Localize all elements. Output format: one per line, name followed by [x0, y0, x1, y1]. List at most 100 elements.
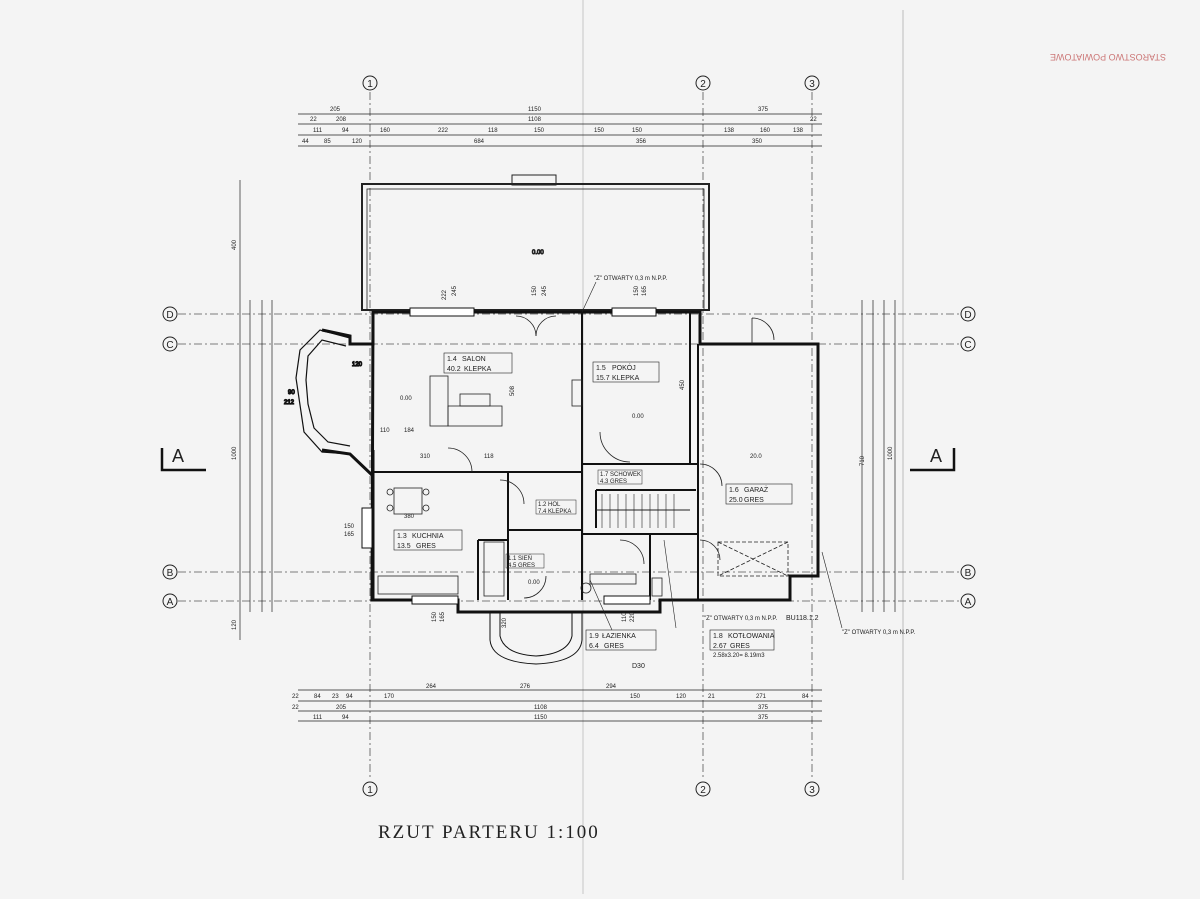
- room-name: KOTŁOWANIA: [728, 633, 775, 640]
- level-mark: 20.0: [750, 454, 762, 460]
- room-id: 1.9: [589, 633, 599, 640]
- section-markers: A A: [160, 446, 956, 472]
- dim-text: 120: [232, 619, 238, 630]
- dim-text: 294: [606, 684, 617, 690]
- dim-text: 120: [676, 694, 687, 700]
- room-name: SCHOWEK: [610, 472, 641, 478]
- axis-label: 1: [367, 785, 373, 796]
- room-id: 1.8: [713, 633, 723, 640]
- room-label-sien: 1.1 SIEŃ 4.5 GRES: [505, 553, 545, 569]
- bay-window: 90 212 120: [283, 329, 363, 455]
- dim-text: 310: [420, 454, 431, 460]
- dim-text: 22: [292, 694, 299, 700]
- dim-text: 150: [594, 128, 605, 134]
- interior-dimensions: 222 245 150 245 150 165 110 184 310 118 …: [344, 285, 866, 628]
- dim-text: 118: [488, 128, 498, 134]
- dim-text: 90: [288, 390, 295, 396]
- dim-text: 150: [630, 694, 641, 700]
- dim-text: 165: [344, 532, 355, 538]
- terrace: 0.00: [361, 174, 710, 311]
- dim-text: 271: [756, 694, 767, 700]
- room-floor: GRES: [416, 543, 436, 550]
- level-mark: 0.00: [532, 250, 544, 256]
- dim-text: 222: [438, 128, 449, 134]
- room-area: 6.4: [589, 643, 599, 650]
- room-area: 25.0: [729, 497, 743, 504]
- dim-text: 1108: [528, 117, 542, 123]
- dim-text: 110: [380, 428, 390, 434]
- dim-text: 1108: [534, 705, 548, 711]
- level-mark: 0.00: [400, 396, 412, 402]
- room-name: GARAŻ: [744, 485, 769, 494]
- room-note: 2.58x3.20= 8.19m3: [713, 653, 765, 659]
- room-area: 40.2: [447, 366, 461, 373]
- room-area: 15.7: [596, 375, 610, 382]
- room-area: 4.5: [508, 563, 517, 569]
- dim-text: 380: [404, 514, 415, 520]
- axis-label: D: [964, 310, 971, 321]
- section-label: A: [930, 446, 942, 466]
- stamp-text: STAROSTWO POWIATOWE: [1050, 52, 1166, 62]
- level-mark: 0.00: [632, 414, 644, 420]
- leader-line: [589, 579, 613, 631]
- axis-label: C: [166, 340, 173, 351]
- dim-text: 94: [346, 694, 353, 700]
- axis-label: B: [965, 568, 972, 579]
- dim-text: 184: [404, 428, 415, 434]
- note-text: "Z" OTWARTY 0,3 m N.P.P.: [594, 276, 668, 282]
- dim-text: 350: [752, 139, 763, 145]
- dim-text: 320: [502, 617, 508, 628]
- dim-text: 120: [352, 139, 363, 145]
- axis-label: B: [167, 568, 174, 579]
- dim-text: 165: [642, 285, 648, 296]
- dim-text: 150: [632, 128, 643, 134]
- room-id: 1.4: [447, 356, 457, 363]
- note-text: D30: [632, 663, 645, 670]
- dim-text: 264: [426, 684, 437, 690]
- room-label-hol: 1.2 HOL 7.4 KLEPKA: [535, 499, 577, 515]
- dim-text: 375: [758, 107, 769, 113]
- dim-text: 222: [442, 289, 448, 300]
- dim-text: 276: [520, 684, 531, 690]
- section-label: A: [172, 446, 184, 466]
- axis-label: 2: [700, 785, 706, 796]
- dim-text: 118: [484, 454, 494, 460]
- room-name: SIEŃ: [518, 555, 532, 562]
- doors: [447, 315, 789, 599]
- dim-text: 138: [793, 128, 804, 134]
- room-area: 13.5: [397, 543, 411, 550]
- room-floor: GRES: [518, 563, 535, 569]
- dim-text: 220: [630, 611, 636, 622]
- dim-text: 150: [344, 524, 355, 530]
- interior-walls: [373, 312, 699, 600]
- dim-text: 85: [324, 139, 331, 145]
- dim-text: 1000: [888, 446, 894, 460]
- room-label-schowek: 1.7 SCHOWEK 4.3 GRES: [597, 469, 643, 485]
- dim-text: 150: [634, 285, 640, 296]
- drawing-title: RZUT PARTERU 1:100: [378, 822, 600, 843]
- dim-text: 23: [332, 694, 339, 700]
- note-text: BU118.1.2: [786, 615, 819, 622]
- room-id: 1.5: [596, 365, 606, 372]
- room-name: ŁAZIENKA: [602, 633, 636, 640]
- axis-label: 3: [809, 79, 815, 90]
- dim-text: 150: [534, 128, 545, 134]
- dim-text: 450: [680, 379, 686, 390]
- windows: [361, 307, 657, 665]
- room-label-kuchnia: 1.3 KUCHNIA 13.5 GRES: [393, 529, 463, 551]
- room-area: 7.4: [538, 509, 547, 515]
- room-floor: GRES: [610, 479, 627, 485]
- dim-text: 150: [432, 611, 438, 622]
- axis-label: 2: [700, 79, 706, 90]
- room-floor: KLEPKA: [464, 366, 492, 373]
- dim-text: 22: [310, 117, 317, 123]
- room-floor: GRES: [744, 497, 764, 504]
- dim-text: 44: [302, 139, 309, 145]
- dim-text: 1150: [534, 715, 548, 721]
- leader-line: [581, 281, 597, 313]
- dim-text: 94: [342, 128, 349, 134]
- room-name: HOL: [548, 502, 561, 508]
- dim-text: 22: [810, 117, 817, 123]
- dimension-texts: 205 1150 375 22 208 1108 22 111 94 160 2…: [232, 107, 894, 721]
